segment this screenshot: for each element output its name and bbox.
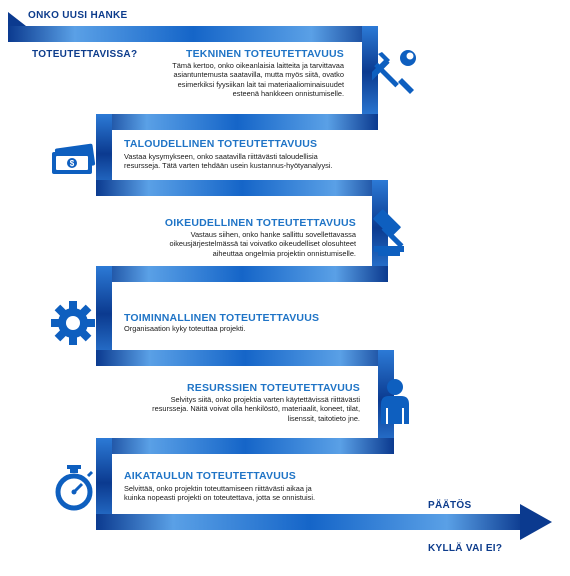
band-6 <box>96 438 394 454</box>
person-icon <box>381 379 409 424</box>
desc-line: asiantuntemusta saatavilla, mutta myös s… <box>173 70 344 80</box>
bottom-band <box>96 514 524 530</box>
step-title-technical: TEKNINEN TOTEUTETTAVUUS <box>185 48 344 60</box>
start-label-line2: TOTEUTETTAVISSA? <box>32 49 138 60</box>
desc-line: lisenssit, taitotieto jne. <box>287 413 360 423</box>
gavel-icon <box>373 209 404 256</box>
wrench-screwdriver-icon <box>372 50 416 94</box>
step-desc-legal: Vastaus siihen, onko hanke sallittu sove… <box>116 230 356 258</box>
band-3 <box>96 180 388 196</box>
desc-line: resursseja. Tätä varten tehdään usein ku… <box>124 161 333 171</box>
left-band-2 <box>96 266 112 362</box>
start-label-line1: ONKO UUSI HANKE <box>28 10 128 21</box>
band-5 <box>96 350 394 366</box>
step-title-operational: TOIMINNALLINEN TOTEUTETTAVUUS <box>124 312 320 324</box>
step-desc-schedule: Selvittää, onko projektin toteuttamiseen… <box>124 484 364 503</box>
end-arrow <box>520 504 552 540</box>
stopwatch-icon <box>55 465 94 511</box>
band-2 <box>96 114 378 130</box>
desc-line: Selvittää, onko projektin toteuttamiseen… <box>124 484 312 493</box>
gear-icon <box>51 301 95 345</box>
desc-line: Selvitys siitä, onko projektia varten kä… <box>170 395 360 404</box>
step-title-resources: RESURSSIEN TOTEUTETTAVUUS <box>186 382 360 394</box>
step-desc-operational: Organisaation kyky toteuttaa projekti. <box>124 324 364 333</box>
desc-line: Vastaa kysymykseen, onko saatavilla riit… <box>124 152 318 161</box>
band-4 <box>96 266 388 282</box>
desc-line: resursseja. Näitä voivat olla henkilöstö… <box>152 404 360 414</box>
end-label-line1: PÄÄTÖS <box>428 500 472 511</box>
step-title-economic: TALOUDELLINEN TOTEUTETTAVUUS <box>124 138 318 150</box>
step-desc-technical: Tämä kertoo, onko oikeanlaisia laitteita… <box>114 61 344 98</box>
desc-line: Vastaus siihen, onko hanke sallittu sove… <box>190 230 356 239</box>
step-desc-resources: Selvitys siitä, onko projektia varten kä… <box>110 395 360 423</box>
top-band <box>8 26 378 42</box>
end-label-line2: KYLLÄ VAI EI? <box>428 543 503 554</box>
desc-line: esimerkiksi fyysiikan lait tai materiaal… <box>177 79 344 89</box>
desc-line: Organisaation kyky toteuttaa projekti. <box>124 324 246 333</box>
money-icon: $ <box>52 143 96 174</box>
desc-line: oikeusjärjestelmässä tai voivatko oikeud… <box>169 239 356 249</box>
step-title-schedule: AIKATAULUN TOTEUTETTAVUUS <box>124 470 297 482</box>
right-band-1 <box>362 26 378 118</box>
step-desc-economic: Vastaa kysymykseen, onko saatavilla riit… <box>124 152 364 171</box>
desc-line: esteenä hankkeen onnistumiselle. <box>232 88 344 98</box>
svg-text:$: $ <box>70 159 75 168</box>
left-band-1 <box>96 114 112 194</box>
desc-line: Tämä kertoo, onko oikeanlaisia laitteita… <box>172 61 344 70</box>
desc-line: aiheuttaa ongelmia projektin onnistumise… <box>212 248 356 258</box>
left-band-3 <box>96 438 112 528</box>
desc-line: kuinka nopeasti projekti on toteutettava… <box>124 493 316 503</box>
step-title-legal: OIKEUDELLINEN TOTEUTETTAVUUS <box>164 217 356 229</box>
